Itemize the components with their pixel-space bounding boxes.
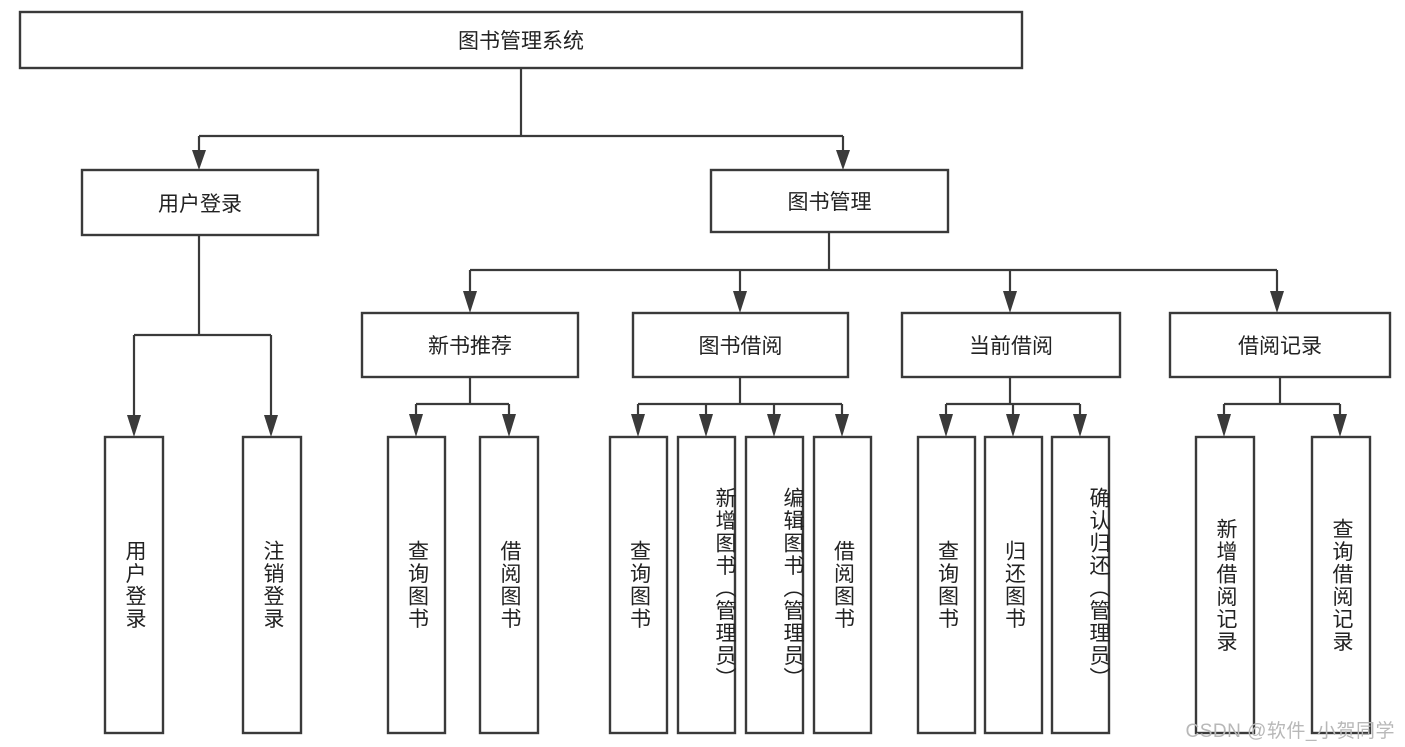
connector-borrow-to-leaves	[631, 377, 849, 437]
connector-user-login-to-leaves	[127, 235, 278, 437]
connector-current-to-leaves	[939, 377, 1087, 437]
node-root[interactable]	[18, 10, 1024, 70]
node-user-login[interactable]	[80, 168, 320, 237]
csdn-watermark: CSDN @软件_小贺同学	[1185, 721, 1395, 742]
connector-root-to-level1	[192, 68, 850, 170]
node-new-book-recommend[interactable]	[360, 311, 580, 379]
leaf-edit-book-admin[interactable]	[744, 435, 805, 735]
leaf-borrow-books[interactable]	[812, 435, 873, 735]
connector-newbooks-to-leaves	[409, 377, 516, 437]
leaf-query-borrow-record[interactable]	[1310, 435, 1372, 735]
leaf-return-books[interactable]	[983, 435, 1044, 735]
leaf-query-books-newbook[interactable]	[386, 435, 447, 735]
node-book-borrow[interactable]	[631, 311, 850, 379]
node-borrow-records[interactable]	[1168, 311, 1392, 379]
leaf-user-login[interactable]	[103, 435, 165, 735]
leaf-query-books-current[interactable]	[916, 435, 977, 735]
leaf-add-book-admin[interactable]	[676, 435, 737, 735]
connector-book-mgmt-to-level2	[463, 232, 1284, 313]
node-current-borrow[interactable]	[900, 311, 1122, 379]
leaf-query-books-borrow[interactable]	[608, 435, 669, 735]
node-book-management[interactable]	[709, 168, 950, 234]
leaf-logout[interactable]	[241, 435, 303, 735]
connector-records-to-leaves	[1217, 377, 1347, 437]
leaf-borrow-books-newbook[interactable]	[478, 435, 540, 735]
leaf-confirm-return-admin[interactable]	[1050, 435, 1111, 735]
leaf-add-borrow-record[interactable]	[1194, 435, 1256, 735]
